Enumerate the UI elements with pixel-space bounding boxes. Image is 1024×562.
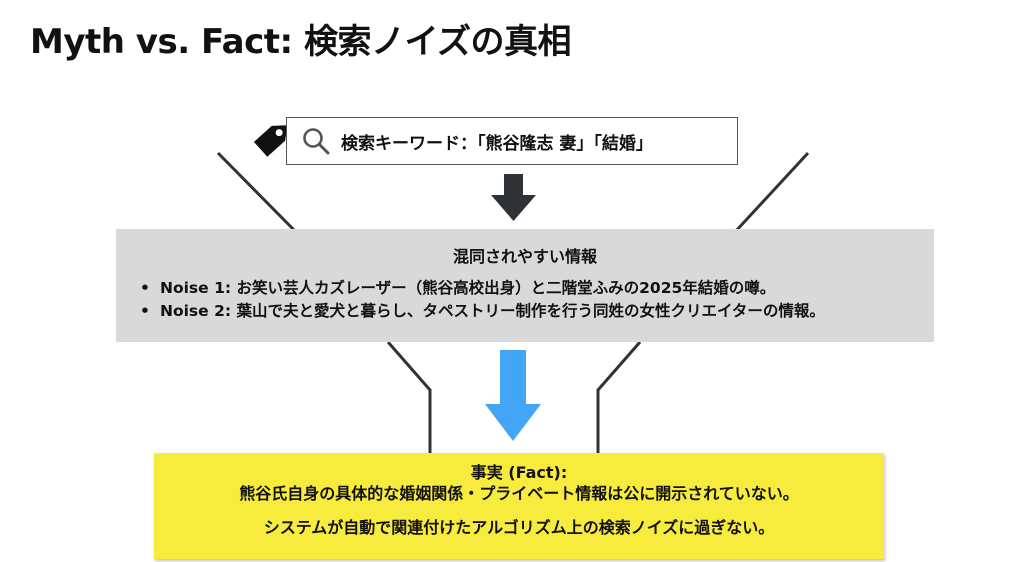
search-keywords: 検索キーワード：「熊谷隆志 妻」「結婚」 xyxy=(341,133,653,154)
noise-item-1: • Noise 1: お笑い芸人カズレーザー（熊谷高校出身）と二階堂ふみの2025… xyxy=(140,277,930,300)
bullet: • xyxy=(140,302,150,320)
page-title: Myth vs. Fact: 検索ノイズの真相 xyxy=(30,22,571,62)
noise-info-box: 混同されやすい情報 • Noise 1: お笑い芸人カズレーザー（熊谷高校出身）と… xyxy=(116,229,934,342)
funnel-line-right-lower xyxy=(596,341,642,458)
search-keyword-box: 検索キーワード：「熊谷隆志 妻」「結婚」 xyxy=(286,117,738,165)
noise-heading: 混同されやすい情報 xyxy=(452,247,597,266)
funnel-line-right-upper xyxy=(733,151,810,234)
noise-item-text: Noise 2: 葉山で夫と愛犬と暮らし、タペストリー制作を行う同姓の女性クリエ… xyxy=(160,302,825,320)
tag-icon xyxy=(243,112,299,172)
funnel-line-left-upper xyxy=(216,151,298,234)
dark-down-arrow xyxy=(491,174,536,221)
fact-line-2: システムが自動で関連付けたアルゴリズム上の検索ノイズに過ぎない。 xyxy=(263,518,775,537)
blue-down-arrow xyxy=(485,350,541,441)
noise-list: • Noise 1: お笑い芸人カズレーザー（熊谷高校出身）と二階堂ふみの2025… xyxy=(140,277,930,323)
bullet: • xyxy=(140,279,150,297)
fact-heading: 事実 (Fact): xyxy=(470,463,568,482)
funnel-line-left-lower xyxy=(386,341,432,458)
noise-item-text: Noise 1: お笑い芸人カズレーザー（熊谷高校出身）と二階堂ふみの2025年… xyxy=(160,279,776,297)
fact-box: 事実 (Fact): 熊谷氏自身の具体的な婚姻関係・プライベート情報は公に開示さ… xyxy=(154,453,884,559)
noise-item-2: • Noise 2: 葉山で夫と愛犬と暮らし、タペストリー制作を行う同姓の女性クリ… xyxy=(140,300,930,323)
fact-line-1: 熊谷氏自身の具体的な婚姻関係・プライベート情報は公に開示されていない。 xyxy=(239,484,799,503)
search-icon xyxy=(301,126,331,156)
